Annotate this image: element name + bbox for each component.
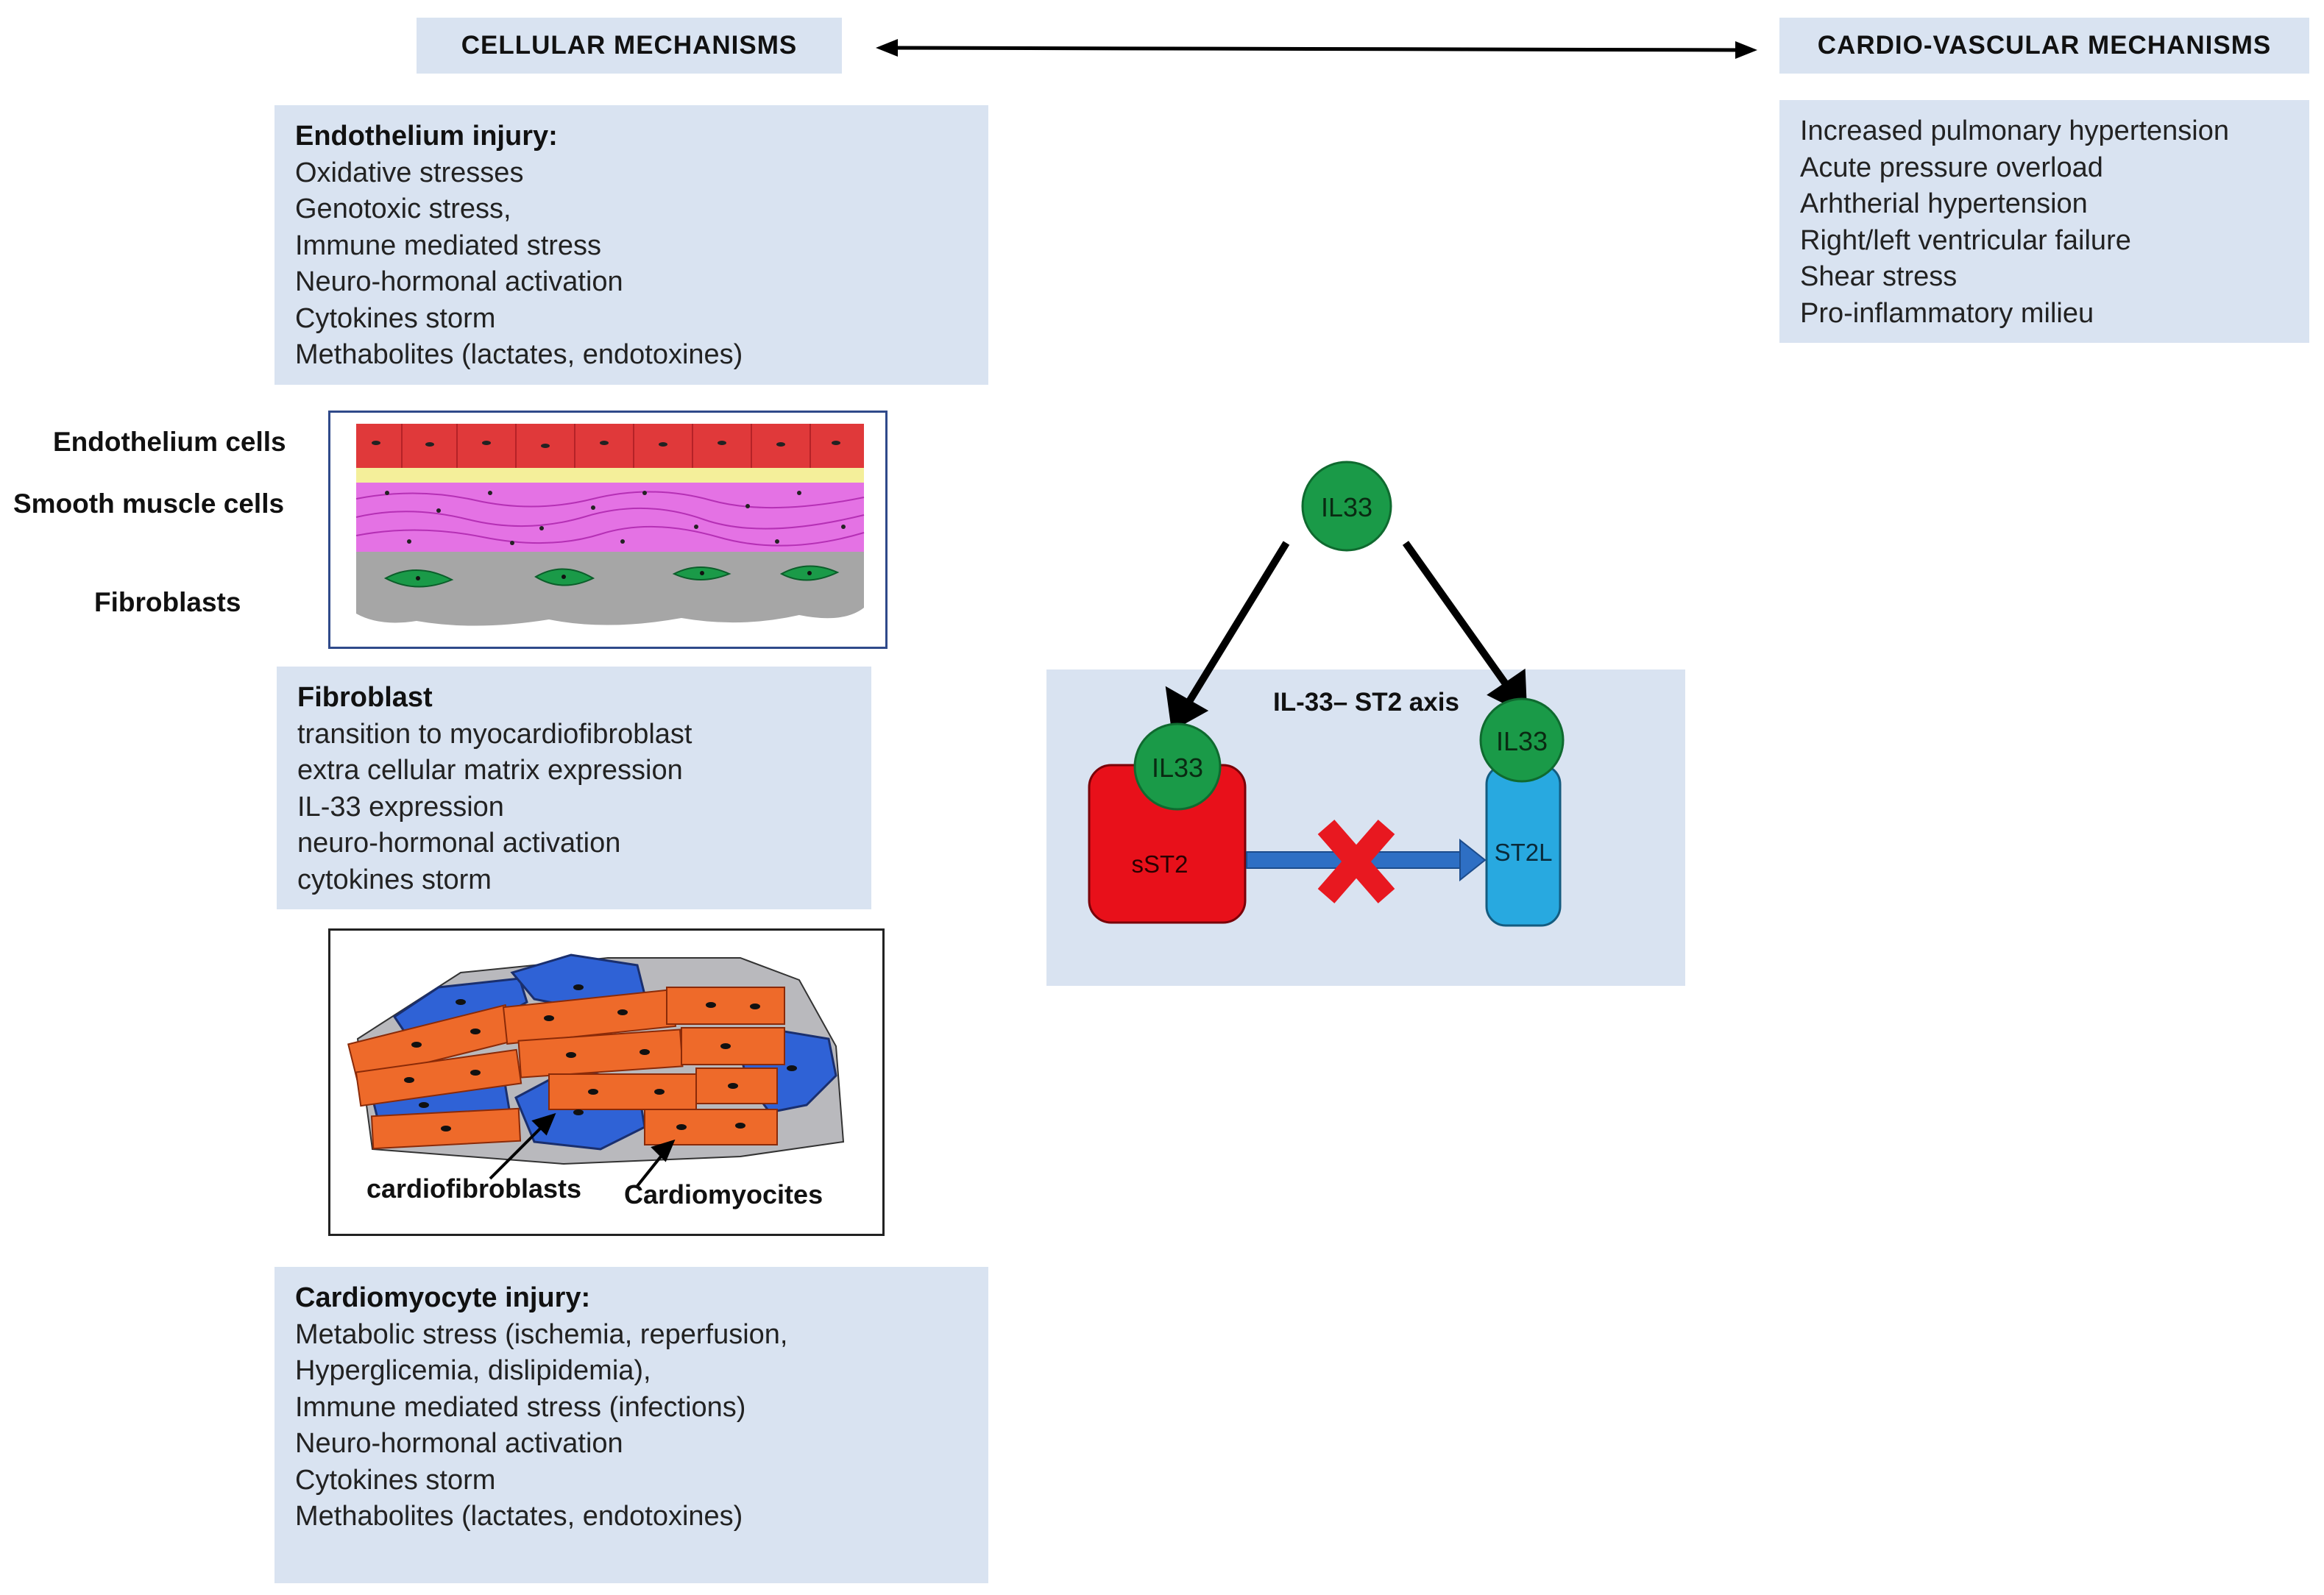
smooth-muscle-cells-label: Smooth muscle cells xyxy=(13,489,285,519)
endothelium-injury-item: Genotoxic stress, xyxy=(295,193,511,224)
cardiovascular-item: Shear stress xyxy=(1800,261,1958,292)
cardiomyocyte-injury-title: Cardiomyocyte injury: xyxy=(295,1282,591,1313)
cellular-mechanisms-header-text: CELLULAR MECHANISMS xyxy=(461,31,798,60)
cardiovascular-mechanisms-header: CARDIO-VASCULAR MECHANISMS xyxy=(1779,18,2309,74)
block-x-icon xyxy=(1317,820,1395,903)
cardiomyocyte-injury-item: Immune mediated stress (infections) xyxy=(295,1391,746,1423)
cardiomyocyte-injury-box: Cardiomyocyte injury: Metabolic stress (… xyxy=(274,1267,988,1583)
smooth-muscle-layer xyxy=(356,483,864,552)
st2l-label: ST2L xyxy=(1495,839,1553,866)
il33-right-circle xyxy=(1479,697,1565,783)
basal-membrane xyxy=(356,468,864,483)
cardiovascular-item: Right/left ventricular failure xyxy=(1800,224,2131,256)
il33-left-circle xyxy=(1133,722,1222,811)
fibroblast-item: IL-33 expression xyxy=(297,791,504,823)
adventitia-layer xyxy=(356,552,864,626)
bidirectional-arrow xyxy=(876,39,1757,59)
fibroblast-item: neuro-hormonal activation xyxy=(297,828,621,859)
cardiomyocyte-cell xyxy=(548,1073,697,1110)
fibroblast-item: cytokines storm xyxy=(297,864,492,895)
cardiac-tissue-illustration: cardiofibroblasts Cardiomyocites xyxy=(328,928,885,1236)
cardiomyocyte-cell xyxy=(355,1048,522,1107)
cardiomyocites-label: Cardiomyocites xyxy=(624,1179,823,1209)
fibroblast-item: transition to myocardiofibroblast xyxy=(297,718,692,750)
il33-top-label: IL33 xyxy=(1321,492,1372,522)
fibroblast-title: Fibroblast xyxy=(297,682,433,713)
signal-arrow-head xyxy=(1459,838,1487,882)
cardiovascular-item: Increased pulmonary hypertension xyxy=(1800,116,2230,146)
il33-st2-axis-diagram: IL-33– ST2 axis IL33 sST2 IL33 ST2L IL33 xyxy=(1046,461,1685,986)
sst2-label: sST2 xyxy=(1131,850,1188,878)
endothelium-injury-box: Endothelium injury: Oxidative stresses G… xyxy=(274,105,988,385)
cardiofibroblasts-label: cardiofibroblasts xyxy=(366,1173,581,1204)
axis-title: IL-33– ST2 axis xyxy=(1273,688,1459,717)
endothelium-injury-item: Cytokines storm xyxy=(295,302,496,334)
cardiovascular-mechanisms-header-text: CARDIO-VASCULAR MECHANISMS xyxy=(1817,31,2272,60)
il33-top-circle xyxy=(1301,461,1392,552)
cardiomyocyte-cell xyxy=(681,1027,785,1065)
il33-left-label: IL33 xyxy=(1152,753,1203,783)
endothelium-injury-item: Methabolites (lactates, endotoxines) xyxy=(295,339,743,370)
cardiovascular-item: Pro-inflammatory milieu xyxy=(1800,297,2094,329)
cardiovascular-item: Acute pressure overload xyxy=(1800,152,2103,183)
cardiomyocyte-injury-item: Hyperglicemia, dislipidemia), xyxy=(295,1355,651,1386)
fibroblast-box: Fibroblast transition to myocardiofibrob… xyxy=(277,667,871,909)
il33-right-label: IL33 xyxy=(1496,726,1548,756)
vessel-wall-illustration xyxy=(328,411,888,649)
cellular-mechanisms-header: CELLULAR MECHANISMS xyxy=(417,18,842,74)
cardiomyocyte-injury-item: Metabolic stress (ischemia, reperfusion, xyxy=(295,1318,788,1350)
cardiovascular-item: Arhtherial hypertension xyxy=(1800,188,2088,219)
endothelium-injury-item: Oxidative stresses xyxy=(295,157,524,188)
fibroblast-item: extra cellular matrix expression xyxy=(297,755,683,786)
cardiomyocyte-cell xyxy=(695,1068,778,1104)
cardiovascular-list-box: Increased pulmonary hypertension Acute p… xyxy=(1779,100,2309,343)
cardiomyocyte-cell xyxy=(644,1109,778,1145)
endothelium-injury-title: Endothelium injury: xyxy=(295,121,558,152)
endothelium-injury-item: Neuro-hormonal activation xyxy=(295,266,623,297)
endothelium-injury-item: Immune mediated stress xyxy=(295,230,602,261)
fibroblasts-label: Fibroblasts xyxy=(94,587,241,617)
cardiomyocyte-injury-item: Cytokines storm xyxy=(295,1464,496,1496)
cardiomyocyte-injury-item: Methabolites (lactates, endotoxines) xyxy=(295,1501,743,1532)
cardiomyocyte-cell xyxy=(666,987,785,1025)
cardiomyocyte-injury-item: Neuro-hormonal activation xyxy=(295,1428,623,1459)
endothelium-cells-label: Endothelium cells xyxy=(53,427,286,457)
